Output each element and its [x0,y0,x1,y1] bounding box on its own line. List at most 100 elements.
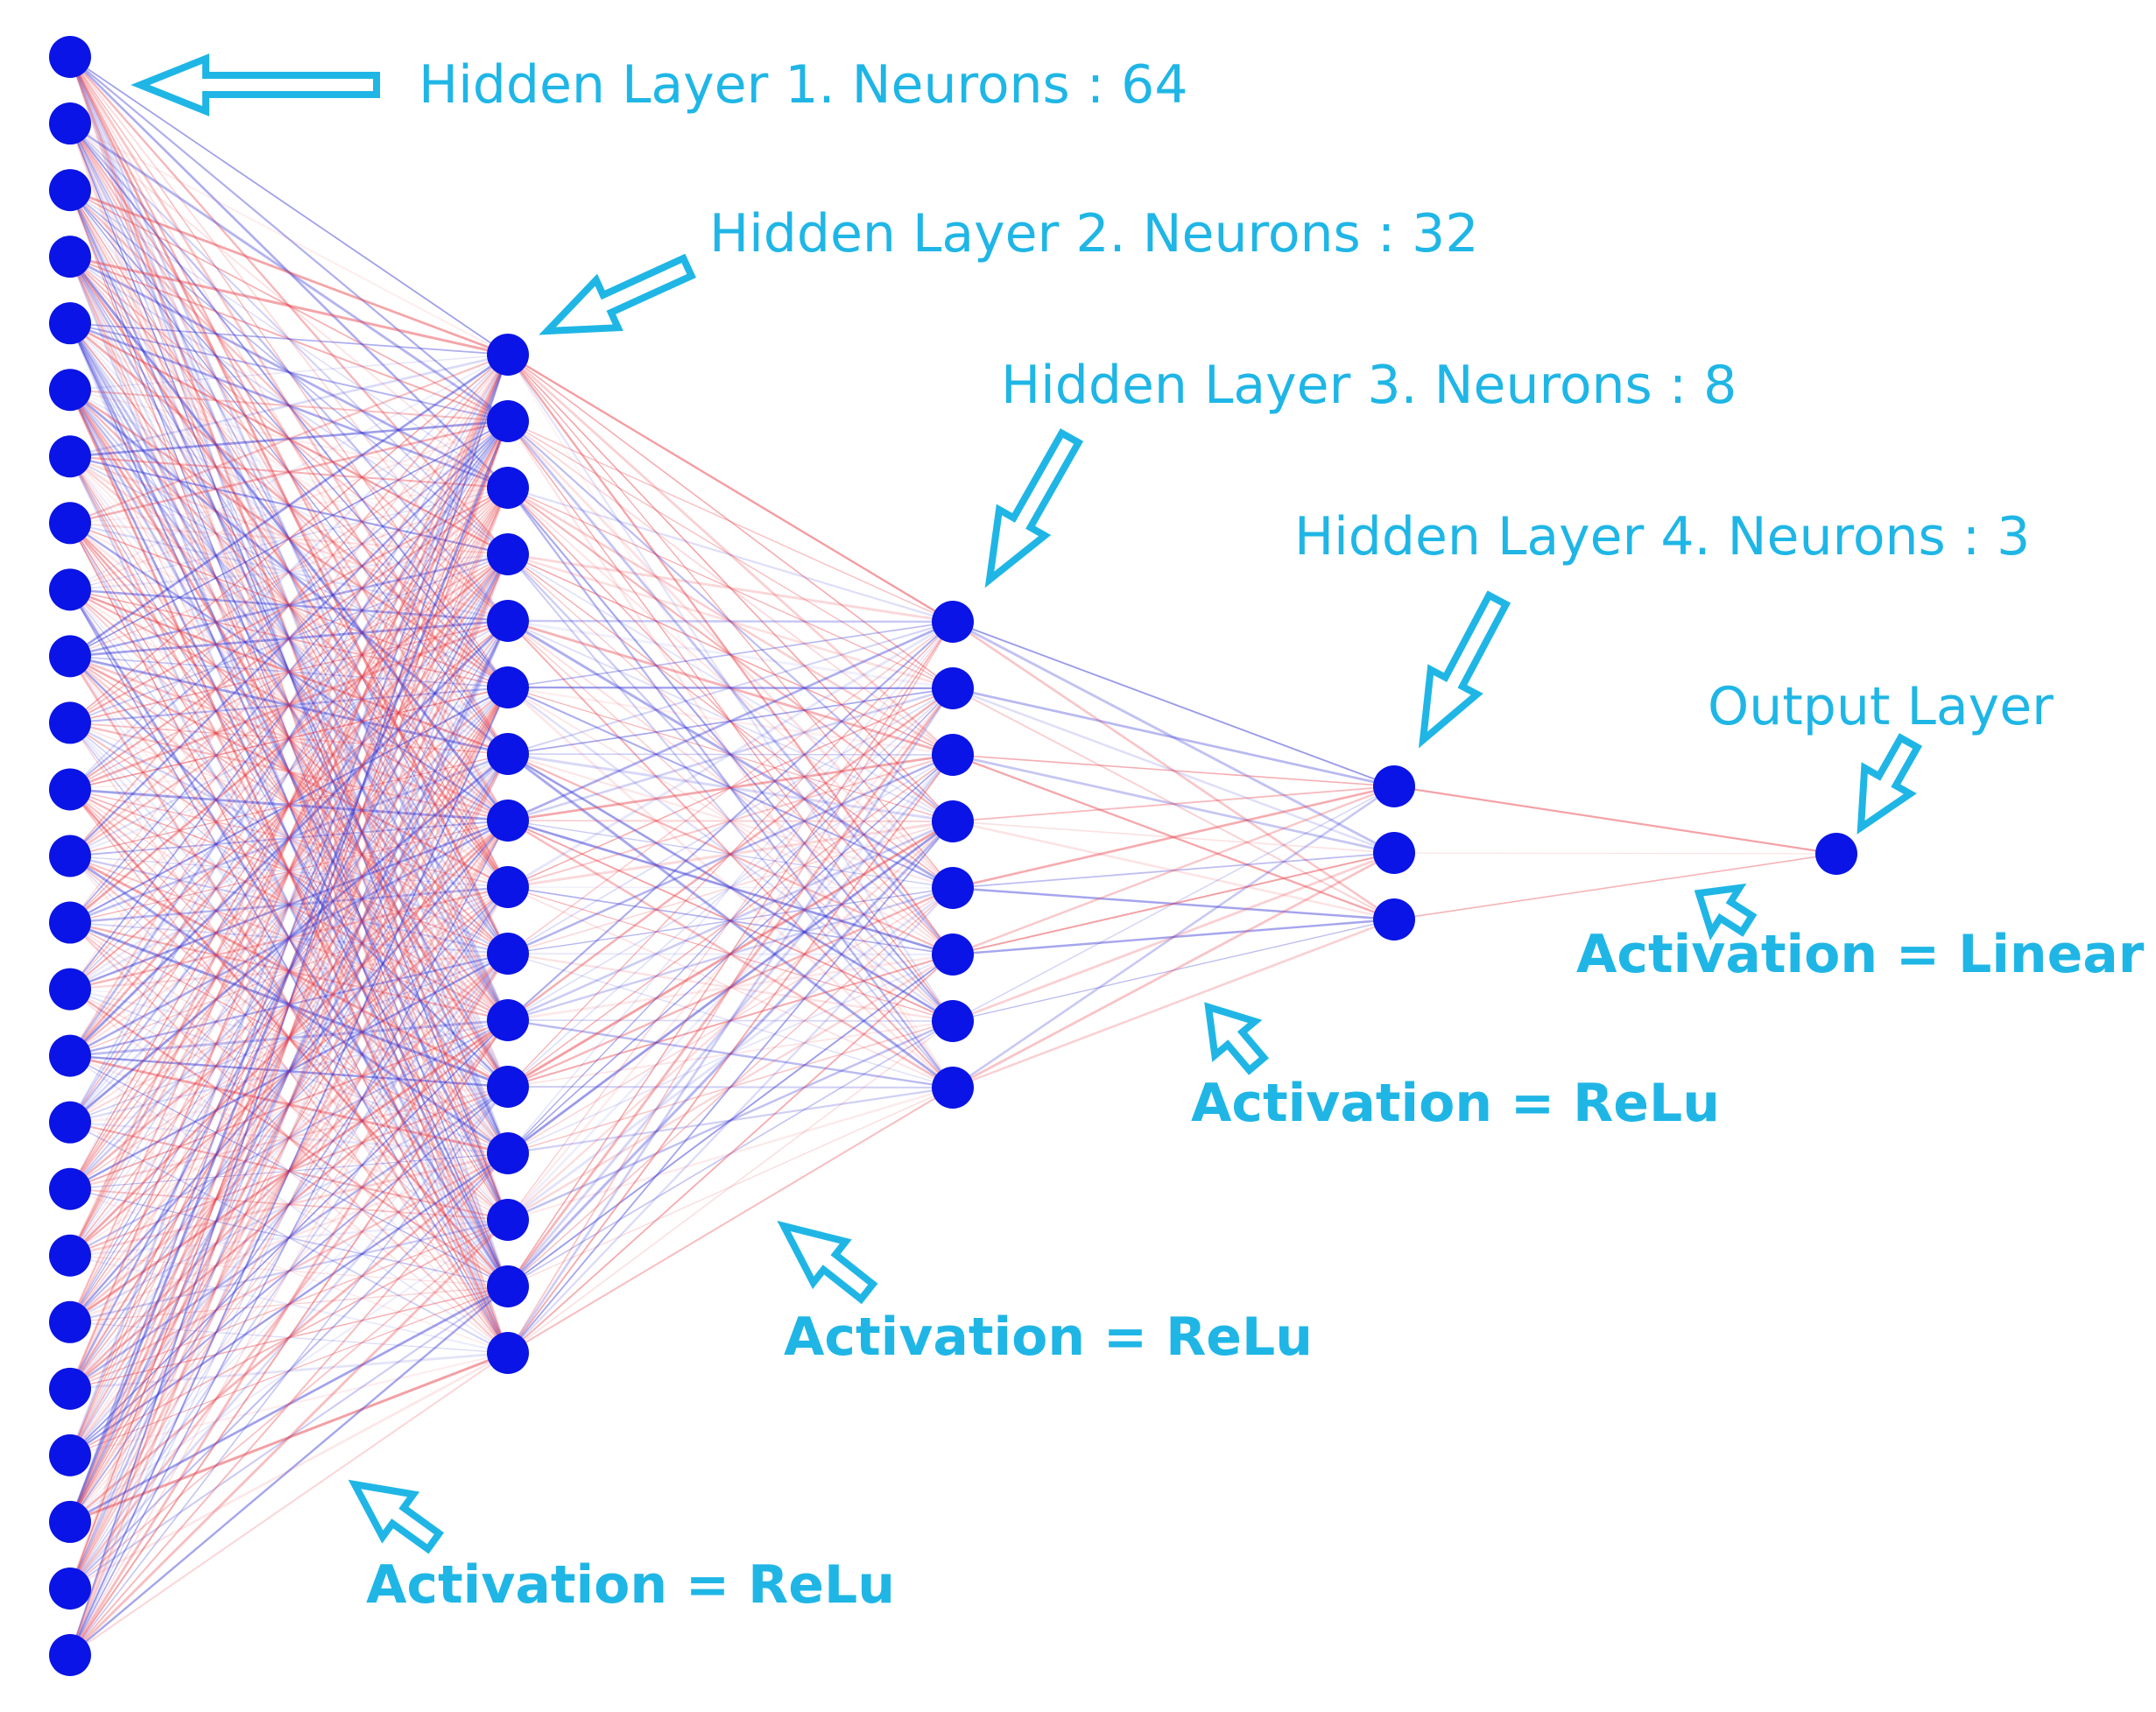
connection-edge [68,354,510,1257]
connection-edge [507,619,954,690]
connection-edge [69,1351,509,1456]
connection-edge [69,522,509,756]
connection-edge [69,1152,509,1456]
connection-edge [69,354,509,1190]
connection-edge [69,354,509,391]
connection-edge [69,389,509,888]
arrow-icon-activation-3 [1204,1002,1270,1075]
connection-edge [69,487,509,657]
connection-edge [507,820,954,1022]
connection-edge [69,1054,509,1222]
connection-edge [69,419,509,525]
neuron-layer-1 [49,1300,91,1343]
connection-edge [952,918,1395,956]
connection-edge [69,455,509,556]
connection-edge [507,420,954,689]
connection-edge [69,1321,509,1354]
connection-edge [69,56,509,1354]
connection-edge [69,322,509,821]
connection-edge [1393,852,1837,855]
connection-edge [507,754,954,1088]
neuron-layer-1 [49,1234,91,1277]
neuron-layer-1 [49,768,91,811]
connection-edge [68,788,510,1287]
connection-edge [68,522,510,1287]
connection-edge [507,420,954,822]
connection-edge [507,887,954,1354]
connection-edge [507,621,954,1354]
connection-edge [69,1255,509,1287]
connection-edge [507,354,954,689]
connection-edge [69,487,509,1390]
connection-edge [68,354,510,1589]
connection-edge [68,687,510,1523]
connection-edge [507,1020,954,1354]
connection-edge [69,1019,509,1523]
connection-edge [952,621,1395,787]
connection-edge [952,785,1395,890]
connection-edge [68,1218,510,1657]
connection-edge [69,820,509,1456]
output-layer-label: Output Layer [1708,676,2054,737]
connection-edge [69,56,509,688]
arrow-icon-layer-3 [984,428,1084,588]
connection-edge [69,389,509,555]
connection-edge [69,389,509,489]
connection-edge [69,1086,509,1323]
connection-edge [69,1121,509,1155]
connection-edge [69,354,509,1323]
neuron-layer-1 [49,1634,91,1676]
connection-edge [69,788,509,955]
connection-edge [68,354,510,1390]
connection-edge [69,189,509,489]
connection-edge [507,553,954,690]
connection-edge [69,487,509,791]
neuron-layer-1 [49,502,91,545]
neuron-layer-2 [487,733,529,775]
connection-edge [69,354,509,724]
connection-edge [507,354,954,955]
neuron-layer-4 [1373,765,1415,807]
connection-edge [69,1086,509,1589]
connection-edge [69,1286,509,1589]
connection-edge [69,189,509,1088]
connection-edge [507,954,954,1354]
neuron-layer-1 [49,701,91,744]
connection-edge [69,820,509,1323]
connection-edge [68,420,510,1257]
connection-edge [507,553,954,624]
connection-edge [952,687,1395,855]
connection-edge [69,189,509,422]
connection-edge [507,486,954,757]
connection-edge [69,1019,509,1456]
connection-edge [507,754,954,1154]
connection-edge [69,189,509,1221]
connection-edge [69,389,509,821]
neuron-layer-1 [49,1167,91,1210]
connection-edge [69,655,509,688]
connection-edge [1393,785,1837,856]
neuron-layer-3 [932,867,974,909]
connection-edge [69,686,509,857]
connection-edge [69,722,509,1088]
neuron-layer-1 [49,1034,91,1077]
connection-edge [69,1219,509,1523]
connection-edge [69,553,509,990]
layer-3-label: Hidden Layer 3. Neurons : 8 [1001,355,1737,416]
arrow-icon-output-layer [1857,733,1923,835]
connection-edge [69,886,509,1656]
connection-edge [507,887,954,1154]
connection-edge [69,620,509,857]
arrow-icon-activation-4 [1694,883,1758,941]
connection-edge [507,954,954,1154]
connection-edge [507,887,954,955]
connection-edge [69,588,509,688]
connection-edge [69,354,509,924]
connection-edge [952,687,1395,788]
connection-edge [68,123,510,1021]
connection-edge [69,953,509,1124]
connection-edge [69,1285,509,1524]
connection-edge [507,620,954,955]
connection-edge [507,953,954,1088]
